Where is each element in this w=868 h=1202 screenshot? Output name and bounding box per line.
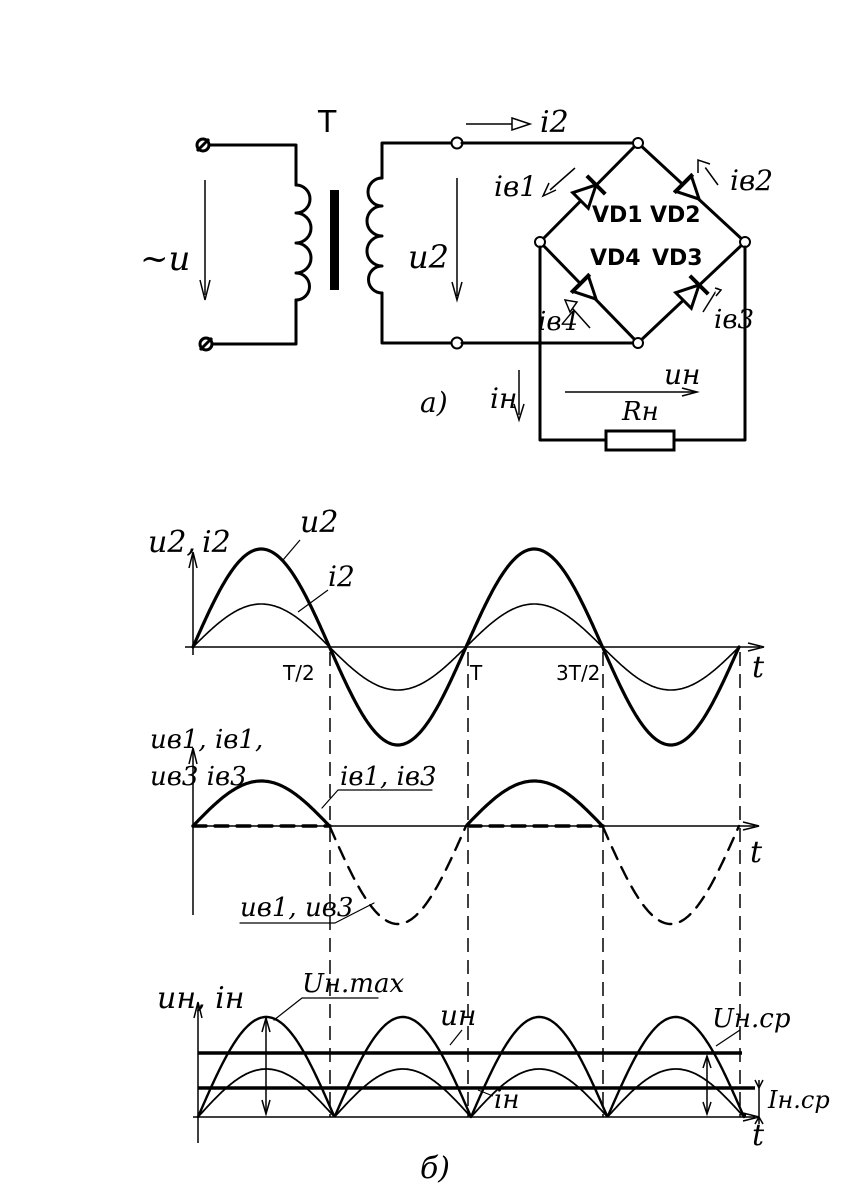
load-current-label: iн (490, 382, 517, 415)
load-resistor (604, 429, 676, 452)
graph3-load-current-curve (197, 1068, 746, 1118)
graph3-y-arrow (193, 1001, 203, 1019)
diode-current-arrow-vd4 (563, 299, 591, 329)
graph3-voltage-leader (449, 1029, 463, 1046)
bridge-node-bottom (632, 337, 644, 349)
input-voltage-label: ~u (140, 239, 190, 279)
graph1-x-arrow (747, 642, 765, 652)
primary-wire-top (207, 143, 298, 187)
diode-label-vd1: VD1 (592, 203, 643, 228)
load-resistor-label: Rн (621, 397, 659, 427)
graph3-avg-voltage-label: Uн.ср (712, 1004, 791, 1034)
graph3-avg-current-label: Iн.ср (767, 1086, 830, 1114)
graph3-max-leader (273, 997, 379, 1021)
diode-vd2 (672, 172, 702, 202)
graph1-axis-label-1: u2, (148, 525, 196, 560)
bridge-node-top (632, 137, 644, 149)
graph2-current-label: iв1, iв3 (340, 762, 437, 792)
graph1-i2-leader (297, 589, 329, 613)
graph3-max-label: Uн.max (302, 969, 404, 999)
load-current-arrow (513, 370, 525, 423)
secondary-voltage-arrow (451, 178, 463, 303)
diode-vd3 (672, 274, 710, 312)
period-guide-lines (329, 652, 741, 1117)
graph1-i2-label: i2 (328, 560, 355, 593)
input-voltage-arrow (199, 180, 211, 301)
graph1-tick-3half: 3T/2 (556, 661, 600, 685)
transformer-core (330, 190, 339, 290)
graph2-voltage-leader (239, 902, 375, 924)
secondary-current-label: i2 (540, 105, 569, 140)
load-voltage-arrow (565, 387, 700, 397)
graph2-t-label: t (750, 835, 763, 870)
graph3-load-voltage-curve (196, 1015, 747, 1119)
graph3-avg-voltage-leader (715, 1029, 741, 1047)
load-wire-right (672, 245, 747, 442)
transformer-label: T (317, 105, 337, 140)
secondary-coil (365, 176, 384, 295)
diode-current-arrow-vd1 (541, 167, 576, 198)
load-voltage-label: uн (664, 358, 700, 391)
diode-vd1 (569, 174, 607, 212)
diode-label-vd3: VD3 (652, 246, 703, 271)
primary-terminal-bottom (198, 336, 214, 352)
secondary-wire-top (380, 141, 454, 180)
graph1-tick-t: T (469, 661, 483, 685)
graph2-diode-voltage-curve (328, 824, 741, 926)
graph-2: uв1, iв1, uв3 iв3 iв1, iв3 uв1, uв3 t (150, 725, 763, 926)
diode-current-label-ib4: iв4 (538, 307, 578, 337)
diode-current-label-ib2: iв2 (730, 164, 773, 197)
graph2-y-arrow (188, 747, 198, 765)
graph2-current-leader (321, 789, 433, 809)
graph1-y-arrow (188, 551, 198, 569)
secondary-current-arrow (466, 116, 533, 132)
graph2-voltage-label: uв1, uв3 (240, 893, 353, 923)
graph3-t-label: t (752, 1118, 765, 1153)
graphs-caption: б) (420, 1151, 450, 1186)
graph1-t-label: t (752, 650, 765, 685)
graph3-current-label: iн (494, 1085, 519, 1115)
graph3-voltage-label: uн (440, 999, 476, 1032)
graph3-avg-current-dimension (754, 1079, 764, 1125)
diode-current-label-ib3: iв3 (714, 305, 754, 335)
circuit-diagram: T ~u u2 i2 (140, 105, 773, 452)
graph1-u2-label: u2 (300, 505, 338, 540)
circuit-caption: a) (420, 386, 448, 419)
diode-label-vd2: VD2 (650, 203, 701, 228)
graph1-u2-leader (282, 539, 301, 561)
diode-current-arrow-vd3 (702, 287, 723, 313)
diode-label-vd4: VD4 (590, 246, 641, 271)
secondary-wire-bottom (380, 291, 454, 345)
load-wire-left (538, 245, 608, 442)
graph2-diode-current-curve (191, 779, 604, 828)
graph-3: uн, iн Uн.max uн iн Uн.ср Iн.ср t б) (157, 969, 830, 1186)
graph3-axis-label: uн, iн (157, 981, 245, 1016)
graph3-current-leader (477, 1089, 494, 1097)
graph2-axis-label-2: uв3 iв3 (150, 762, 247, 792)
diode-current-label-ib1: iв1 (494, 170, 537, 203)
graph1-i2-curve (192, 603, 740, 691)
graph3-max-dimension (261, 1015, 271, 1117)
primary-wire-bottom (210, 298, 298, 346)
graph-1: u2, i2 u2 i2 t T/2 T 3T/2 (148, 505, 765, 747)
primary-coil (294, 183, 313, 302)
graph1-axis-label-2: i2 (202, 525, 231, 560)
primary-terminal-top (195, 137, 211, 153)
graph3-avg-voltage-dimension (702, 1053, 712, 1117)
diode-current-arrow-vd2 (697, 158, 719, 186)
graph2-axis-label-1: uв1, iв1, (150, 725, 263, 755)
graph2-x-arrow (742, 821, 760, 831)
secondary-voltage-label: u2 (408, 238, 449, 276)
graph1-tick-half: T/2 (282, 661, 315, 685)
diode-vd4 (569, 272, 599, 302)
